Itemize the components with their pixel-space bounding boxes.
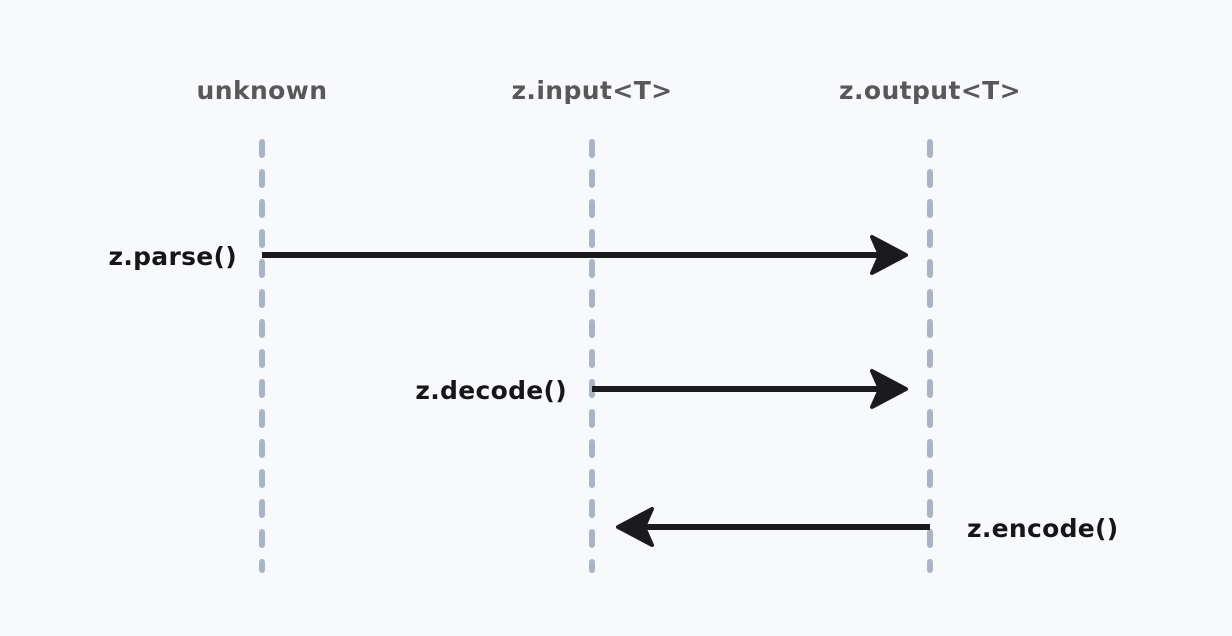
- participant-label-z-output: z.output<T>: [839, 76, 1021, 105]
- participant-headers: unknown z.input<T> z.output<T>: [197, 76, 1021, 105]
- message-label-decode: z.decode(): [415, 376, 567, 405]
- message-label-parse: z.parse(): [108, 242, 237, 271]
- participant-label-z-input: z.input<T>: [511, 76, 672, 105]
- lifelines: [259, 139, 933, 573]
- message-decode: z.decode(): [415, 369, 908, 409]
- participant-label-unknown: unknown: [197, 76, 328, 105]
- message-parse: z.parse(): [108, 235, 908, 275]
- arrow-head-left-icon: [616, 507, 654, 547]
- arrow-head-right-icon: [870, 369, 908, 409]
- message-encode: z.encode(): [616, 507, 1119, 547]
- arrow-head-right-icon: [870, 235, 908, 275]
- message-label-encode: z.encode(): [967, 514, 1119, 543]
